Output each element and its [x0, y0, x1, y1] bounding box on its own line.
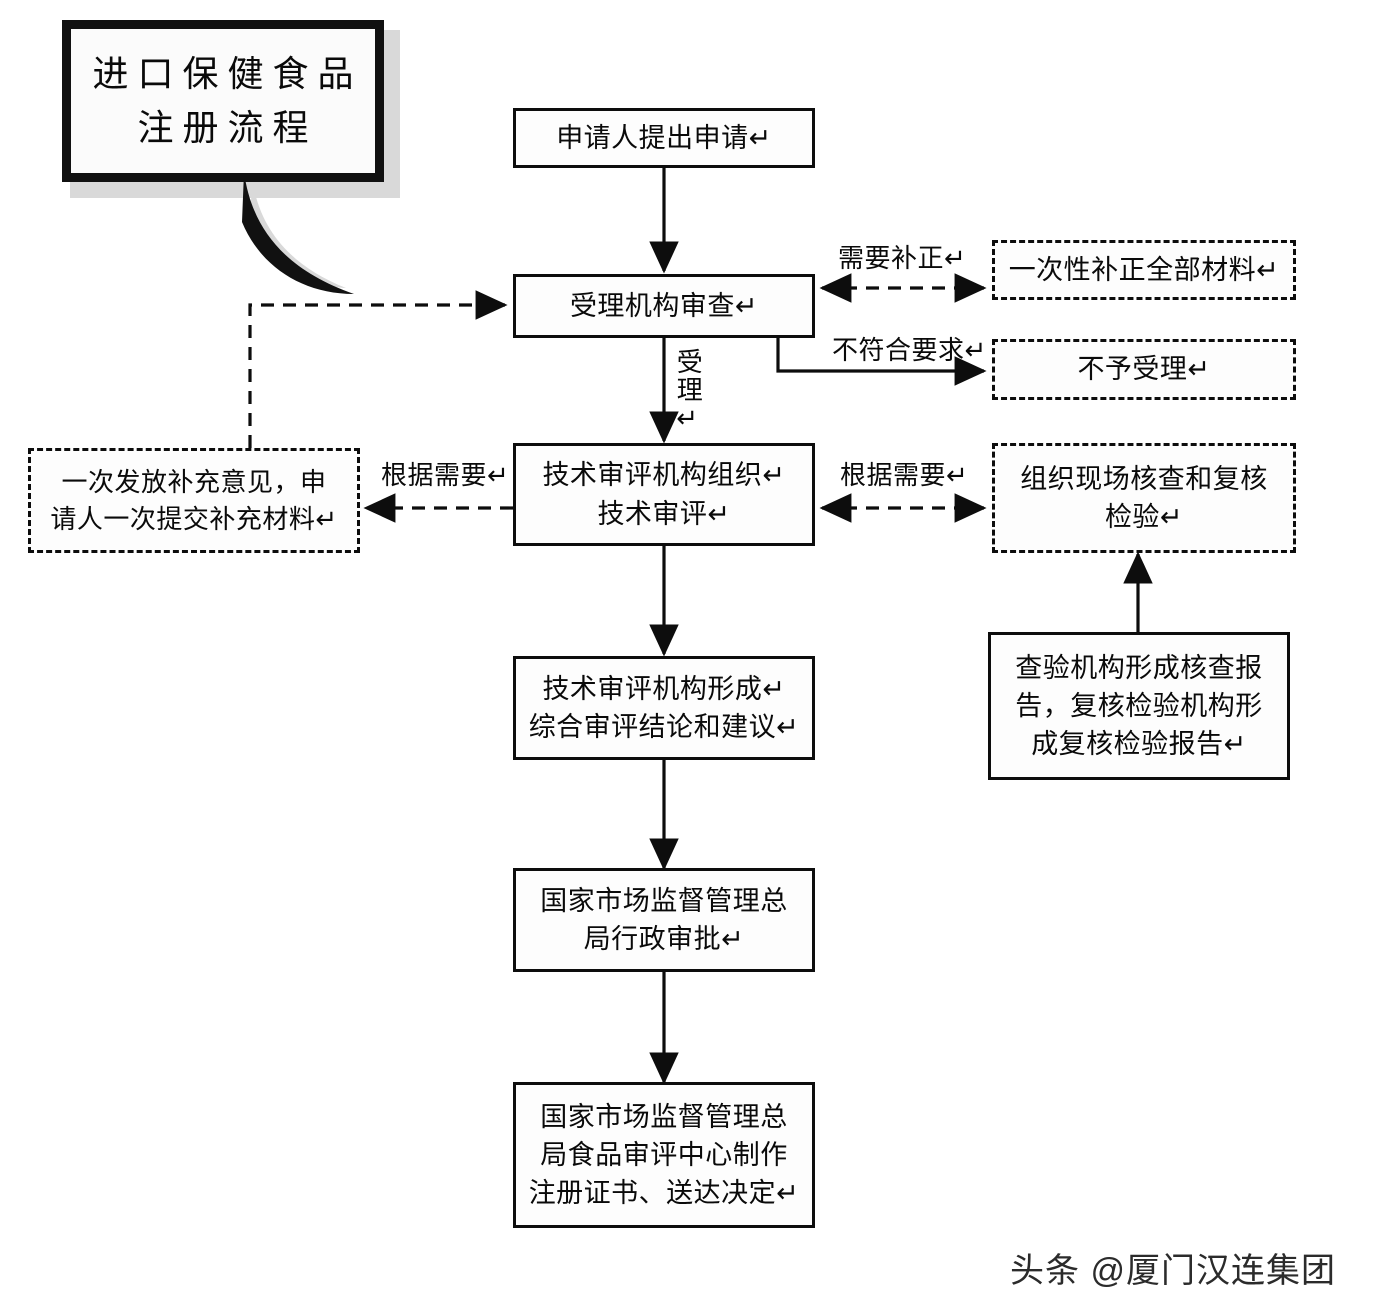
edge-supplement-opinion-to-acceptance: [248, 290, 508, 448]
title-callout: 进口保健食品 注册流程: [62, 20, 400, 294]
edge-label-need-supplement: 需要补正↵: [838, 243, 967, 273]
callout-frame: 进口保健食品 注册流程: [62, 20, 384, 182]
node-administrative-approval[interactable]: 国家市场监督管理总 局行政审批↵: [513, 868, 815, 972]
node-verification-report[interactable]: 查验机构形成核查报 告，复核检验机构形 成复核检验报告↵: [988, 632, 1290, 780]
callout-title-line2: 注册流程: [137, 107, 318, 148]
edge-label-as-needed-right: 根据需要↵: [840, 460, 969, 490]
node-applicant-submit[interactable]: 申请人提出申请↵: [513, 108, 815, 168]
watermark-text: 头条 @厦门汉连集团: [1010, 1252, 1336, 1290]
edge-label-as-needed-left: 根据需要↵: [381, 460, 510, 490]
node-acceptance-review[interactable]: 受理机构审查↵: [513, 274, 815, 338]
node-certificate-issue[interactable]: 国家市场监督管理总 局食品审评中心制作 注册证书、送达决定↵: [513, 1082, 815, 1228]
node-onsite-verification[interactable]: 组织现场核查和复核 检验↵: [992, 443, 1296, 553]
node-review-conclusion[interactable]: 技术审评机构形成↵ 综合审评结论和建议↵: [513, 656, 815, 760]
node-supplement-all-materials[interactable]: 一次性补正全部材料↵: [992, 240, 1296, 300]
node-not-accepted[interactable]: 不予受理↵: [992, 339, 1296, 400]
edge-label-not-meeting-requirements: 不符合要求↵: [832, 335, 987, 365]
callout-title-line1: 进口保健食品: [92, 53, 363, 94]
edge-label-accepted: 受理↵: [673, 348, 704, 436]
node-supplement-opinion[interactable]: 一次发放补充意见，申 请人一次提交补充材料↵: [28, 448, 360, 553]
node-technical-review-org[interactable]: 技术审评机构组织↵ 技术审评↵: [513, 443, 815, 546]
callout-tail-icon: [242, 172, 354, 294]
